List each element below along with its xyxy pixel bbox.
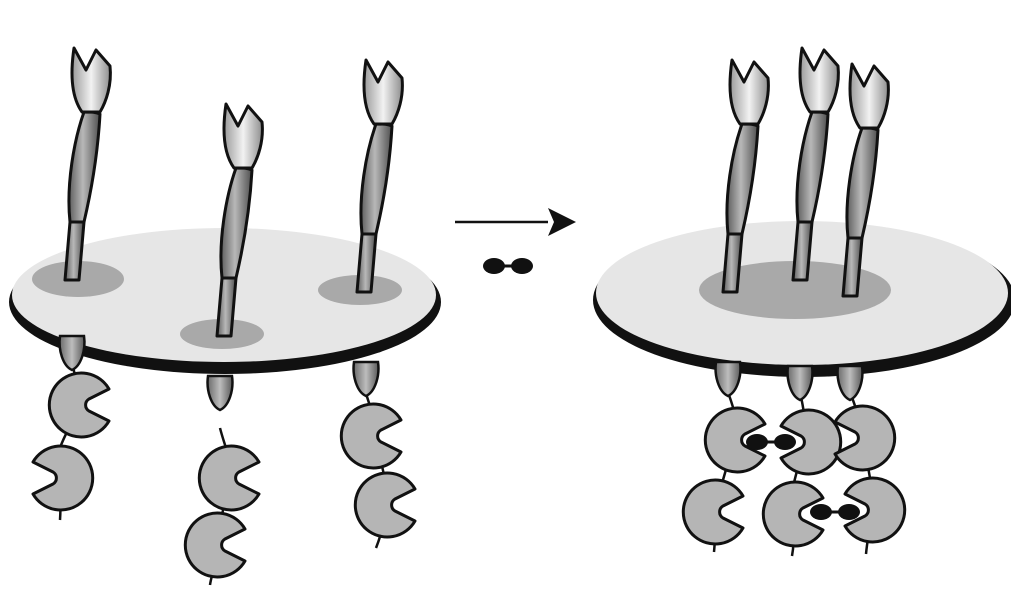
effector-domain-3b	[353, 471, 417, 539]
anchor-tail-5	[786, 364, 814, 402]
effector-domain-6a	[833, 404, 897, 472]
anchor-tail-2	[206, 374, 234, 412]
transition	[455, 208, 576, 276]
left-panel	[9, 46, 441, 586]
effector-domain-1a	[47, 371, 111, 439]
effector-domain-3a	[339, 402, 403, 470]
dimer-ligand-icon	[481, 256, 535, 276]
arrowhead	[548, 208, 576, 236]
bound-ligand-2	[808, 502, 862, 522]
effector-domain-2a	[197, 444, 261, 512]
anchor-tail-6	[836, 364, 864, 402]
anchor-tail-3	[352, 360, 380, 398]
right-panel	[593, 46, 1011, 557]
effector-domain-4b	[681, 478, 745, 546]
effector-domain-2b	[183, 511, 247, 579]
effector-domain-1b	[31, 444, 95, 512]
anchor-tail-1	[58, 334, 86, 372]
bound-ligand-1	[744, 432, 798, 452]
anchor-tail-4	[714, 360, 742, 398]
merged-raft-patch	[699, 261, 891, 319]
